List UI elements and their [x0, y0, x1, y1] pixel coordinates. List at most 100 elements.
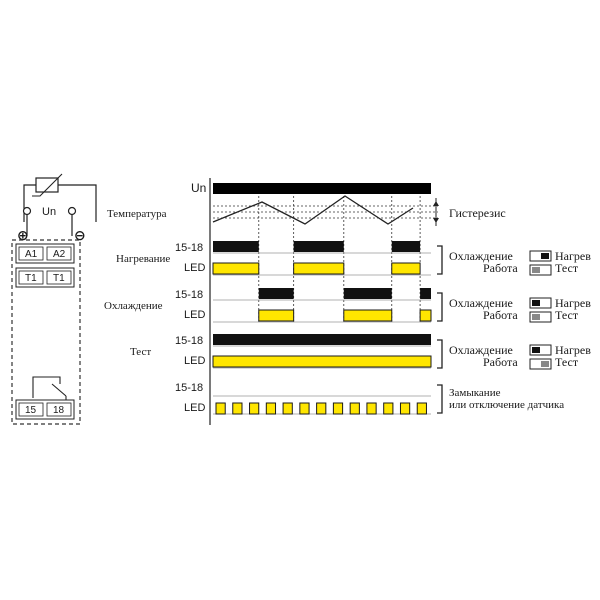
plus-icon: ⊕: [17, 227, 29, 243]
terminal-18-label: 18: [53, 405, 65, 416]
led-pulse-0-2: [391, 262, 421, 275]
led-blink-10: [383, 402, 394, 415]
hysteresis-arrow-top: [433, 201, 439, 206]
relay-pulse-0-2: [391, 241, 421, 252]
bracket-heating: [437, 245, 443, 275]
led-blink-2: [249, 402, 260, 415]
thermistor-symbol: [35, 177, 59, 193]
supply-terminal-plus: [22, 206, 32, 216]
led-pulse-1-2: [419, 309, 432, 322]
terminal-15: [18, 402, 44, 417]
relay-pulse-0-1: [293, 241, 344, 252]
switch-body-2-1: [529, 358, 552, 370]
switch-knob-2-0: [532, 347, 540, 353]
relay-pulse-1-2: [420, 288, 431, 299]
led-pulse-0-1: [293, 262, 345, 275]
relay-label-cooling: 15-18: [175, 289, 203, 301]
bracket-test: [437, 339, 443, 369]
switch-guides: [258, 196, 421, 324]
led-pulse-1-1: [343, 309, 393, 322]
switch-test-line1-left: Охлаждение: [449, 343, 513, 357]
led-blink-1: [232, 402, 243, 415]
switch-cooling-line2-right: Тест: [555, 308, 579, 322]
switch-cooling-line1-right: Нагрев: [555, 296, 591, 310]
sensor-wire: [23, 184, 97, 222]
switch-body-2-0: [529, 344, 552, 356]
fault-note-line2: или отключение датчика: [449, 399, 564, 411]
mode-rows: [212, 241, 432, 415]
switch-settings: Охлаждение Нагрев Работа Тест Охлаждение…: [437, 245, 591, 414]
relay-label-test: 15-18: [175, 335, 203, 347]
terminal-t1-left: [18, 270, 44, 285]
switch-body-0-0: [529, 250, 552, 262]
switch-heating-line1-left: Охлаждение: [449, 249, 513, 263]
thermistor-slash: [32, 173, 63, 197]
hysteresis-label: Гистерезис: [449, 206, 506, 220]
supply-label: Un: [42, 206, 56, 218]
supply-terminal-minus: [67, 206, 77, 216]
mode-label-test: Тест: [130, 346, 151, 358]
terminal-a2-label: A2: [53, 249, 66, 260]
switch-knob-2-1: [541, 361, 549, 367]
relay-pulse-1-0: [258, 288, 294, 299]
relay-contact-frame: [32, 376, 61, 398]
led-blink-3: [265, 402, 277, 415]
dip-switch-test: [529, 344, 552, 370]
led-pulse-0-0: [212, 262, 260, 275]
switch-heating-line2-right: Тест: [555, 261, 579, 275]
switch-body-1-0: [529, 297, 552, 309]
led-blink-6: [316, 402, 327, 415]
switch-knob-1-1: [532, 314, 540, 320]
led-blink-5: [299, 402, 310, 415]
timing-diagram: Un Температура Гистерезис Нагревание 15-…: [104, 178, 506, 425]
relay-label-fault: 15-18: [175, 382, 203, 394]
mode-label-cooling: Охлаждение: [104, 300, 163, 312]
un-bar: [213, 183, 431, 194]
switch-heating-line2-left: Работа: [483, 261, 518, 275]
terminal-15-label: 15: [25, 405, 37, 416]
terminal-18: [46, 402, 72, 417]
switch-body-0-1: [529, 264, 552, 276]
led-blink-0: [215, 402, 226, 415]
led-blink-11: [399, 402, 411, 415]
relay-label-heating: 15-18: [175, 242, 203, 254]
switch-test-line1-right: Нагрев: [555, 343, 591, 357]
relay-pulse-2-0: [213, 334, 431, 345]
led-blink-7: [332, 402, 344, 415]
device-schematic: Un ⊕ ⊖ A1 A2 T1 T1 15 18: [11, 173, 97, 425]
switch-body-1-1: [529, 311, 552, 323]
bracket-cooling: [437, 292, 443, 322]
led-label-fault: LED: [184, 402, 205, 414]
mode-label-heating: Нагревание: [116, 253, 170, 265]
relay-pulse-1-1: [343, 288, 392, 299]
terminal-a1: [18, 246, 44, 261]
switch-heating-line1-right: Нагрев: [555, 249, 591, 263]
relay-contact-switch: [51, 383, 67, 397]
switch-test-line2-right: Тест: [555, 355, 579, 369]
led-label-test: LED: [184, 355, 205, 367]
fault-note-line1: Замыкание: [449, 387, 501, 399]
led-blink-9: [366, 402, 377, 415]
terminal-t1-left-label: T1: [25, 273, 37, 284]
led-blink-12: [416, 402, 427, 415]
un-label: Un: [191, 181, 206, 195]
terminal-t1-right-label: T1: [53, 273, 65, 284]
terminal-t1-right: [46, 270, 72, 285]
temperature-curve: [212, 195, 414, 225]
led-label-heating: LED: [184, 262, 205, 274]
minus-icon: ⊖: [74, 227, 86, 243]
led-label-cooling: LED: [184, 309, 205, 321]
hysteresis-arrow-bottom: [433, 218, 439, 223]
switch-knob-0-1: [532, 267, 540, 273]
bracket-fault: [437, 384, 443, 414]
switch-cooling-line2-left: Работа: [483, 308, 518, 322]
switch-cooling-line1-left: Охлаждение: [449, 296, 513, 310]
relay-pulse-0-0: [213, 241, 259, 252]
temperature-label: Температура: [107, 208, 167, 220]
led-pulse-2-0: [212, 355, 432, 368]
led-blink-4: [282, 402, 293, 415]
terminal-a2: [46, 246, 72, 261]
dip-switch-heating: [529, 250, 552, 276]
led-blink-8: [349, 402, 360, 415]
